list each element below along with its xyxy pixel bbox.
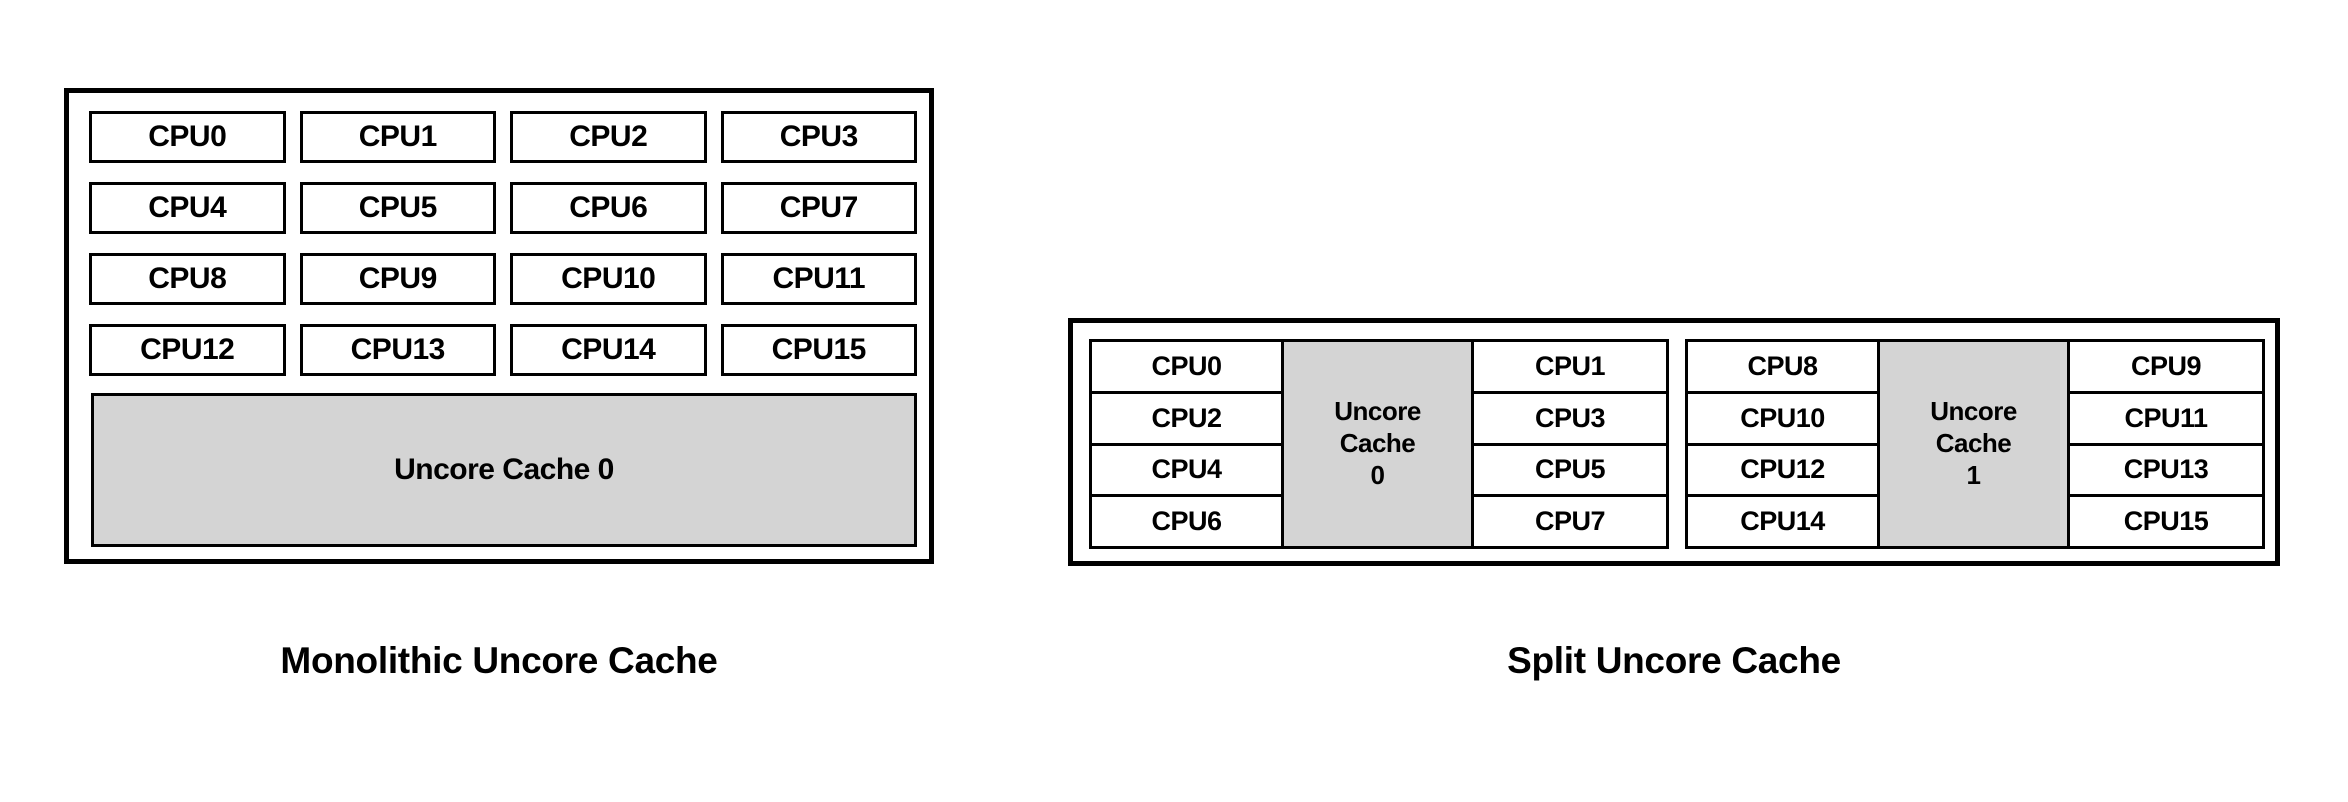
- monolithic-uncore-cache-panel: CPU0 CPU1 CPU2 CPU3 CPU4 CPU5 CPU6 CPU7 …: [64, 88, 934, 564]
- cpu-column-right: CPU9 CPU11 CPU13 CPU15: [2067, 339, 2265, 549]
- cpu-box: CPU14: [1685, 494, 1880, 549]
- cpu-box: CPU3: [1471, 390, 1669, 446]
- cpu-box: CPU10: [510, 253, 707, 305]
- split-cache-group: CPU8 CPU10 CPU12 CPU14 Uncore Cache 1 CP…: [1685, 339, 2265, 549]
- cpu-box: CPU3: [720, 111, 917, 163]
- cpu-box: CPU9: [299, 253, 496, 305]
- uncore-cache-box: Uncore Cache 1: [1877, 339, 2070, 549]
- cpu-box: CPU13: [2067, 442, 2265, 498]
- uncore-cache-line: Cache: [1339, 428, 1416, 459]
- uncore-cache-line: Uncore: [1334, 396, 1421, 427]
- cpu-box: CPU13: [299, 324, 496, 376]
- uncore-cache-line: Cache: [1935, 428, 2012, 459]
- cpu-box: CPU11: [720, 253, 917, 305]
- cpu-box: CPU8: [1685, 339, 1880, 394]
- monolithic-caption: Monolithic Uncore Cache: [280, 640, 718, 681]
- cpu-box: CPU7: [1471, 494, 1669, 549]
- cpu-box: CPU15: [2067, 494, 2265, 549]
- split-cache-group: CPU0 CPU2 CPU4 CPU6 Uncore Cache 0 CPU1 …: [1089, 339, 1669, 549]
- cpu-box: CPU2: [1089, 390, 1284, 446]
- cpu-box: CPU0: [1089, 339, 1284, 394]
- split-uncore-cache-panel: CPU0 CPU2 CPU4 CPU6 Uncore Cache 0 CPU1 …: [1068, 318, 2280, 566]
- cpu-box: CPU5: [299, 182, 496, 234]
- uncore-cache-column: Uncore Cache 1: [1877, 339, 2070, 549]
- uncore-cache-line: 1: [1966, 459, 1981, 490]
- monolithic-cpu-grid: CPU0 CPU1 CPU2 CPU3 CPU4 CPU5 CPU6 CPU7 …: [89, 111, 917, 376]
- uncore-cache-line: Uncore: [1930, 396, 2017, 427]
- cpu-box: CPU9: [2067, 339, 2265, 394]
- cpu-box: CPU14: [510, 324, 707, 376]
- cpu-box: CPU5: [1471, 442, 1669, 498]
- cpu-box: CPU2: [510, 111, 707, 163]
- cpu-box: CPU4: [1089, 442, 1284, 498]
- cpu-box: CPU4: [89, 182, 286, 234]
- cpu-column-left: CPU0 CPU2 CPU4 CPU6: [1089, 339, 1284, 549]
- cpu-box: CPU0: [89, 111, 286, 163]
- cpu-box: CPU6: [510, 182, 707, 234]
- cpu-box: CPU11: [2067, 390, 2265, 446]
- uncore-cache-box: Uncore Cache 0: [1281, 339, 1474, 549]
- cpu-box: CPU1: [1471, 339, 1669, 394]
- cpu-box: CPU10: [1685, 390, 1880, 446]
- cpu-column-left: CPU8 CPU10 CPU12 CPU14: [1685, 339, 1880, 549]
- uncore-cache-line: 0: [1370, 459, 1385, 490]
- uncore-cache-box: Uncore Cache 0: [91, 393, 917, 547]
- cpu-column-right: CPU1 CPU3 CPU5 CPU7: [1471, 339, 1669, 549]
- cpu-box: CPU8: [89, 253, 286, 305]
- cpu-box: CPU7: [720, 182, 917, 234]
- uncore-cache-column: Uncore Cache 0: [1281, 339, 1474, 549]
- cpu-box: CPU1: [299, 111, 496, 163]
- cpu-box: CPU15: [720, 324, 917, 376]
- split-caption: Split Uncore Cache: [1507, 640, 1841, 681]
- cpu-box: CPU12: [1685, 442, 1880, 498]
- cpu-box: CPU12: [89, 324, 286, 376]
- cpu-box: CPU6: [1089, 494, 1284, 549]
